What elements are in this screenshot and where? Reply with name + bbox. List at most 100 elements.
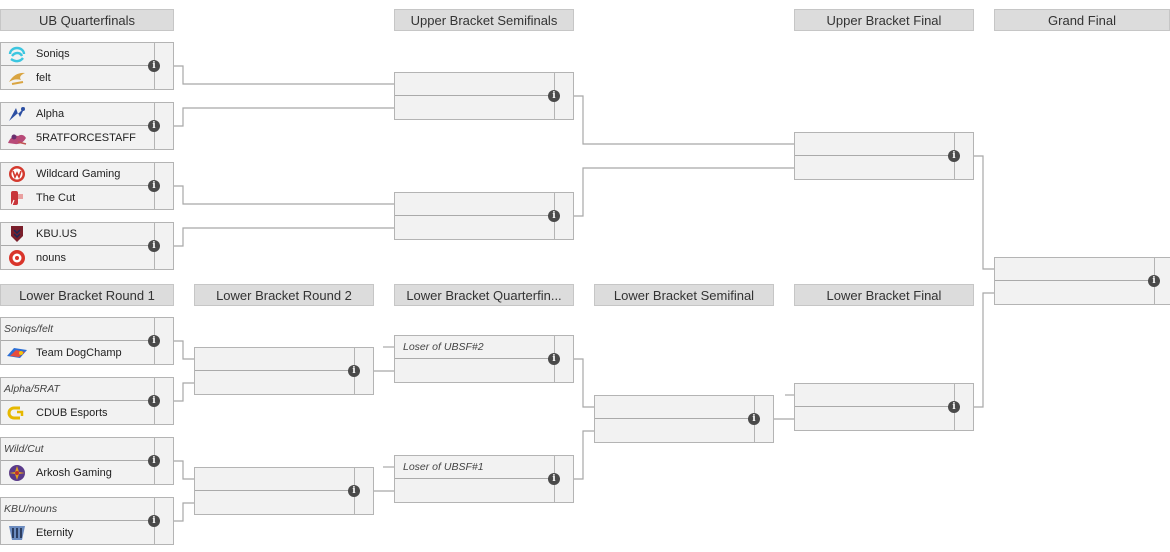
team-slot-empty[interactable] <box>195 491 354 514</box>
team-slot[interactable]: nouns <box>1 246 154 269</box>
header-ub-final: Upper Bracket Final <box>794 9 974 31</box>
header-label: Grand Final <box>1048 12 1116 28</box>
header-label: Lower Bracket Final <box>826 287 942 303</box>
team-slot-empty[interactable] <box>195 371 354 394</box>
team-slot-placeholder[interactable]: Soniqs/felt <box>1 318 154 341</box>
the-cut-logo-icon <box>6 189 28 207</box>
header-ub-semifinals: Upper Bracket Semifinals <box>394 9 574 31</box>
team-slot[interactable]: KBU.US <box>1 223 154 246</box>
header-grand-final: Grand Final <box>994 9 1170 31</box>
header-lb-semifinal: Lower Bracket Semifinal <box>594 284 774 306</box>
match-lbr1-4[interactable]: KBU/nouns Eternity i <box>0 497 174 545</box>
header-lb-quarterfinals: Lower Bracket Quarterfin... <box>394 284 574 306</box>
header-lb-round1: Lower Bracket Round 1 <box>0 284 174 306</box>
kbu-us-logo-icon <box>6 225 28 243</box>
placeholder-text: Soniqs/felt <box>4 323 54 335</box>
match-ubsf-1[interactable]: i <box>394 72 574 120</box>
team-slot[interactable]: The Cut <box>1 186 154 209</box>
match-ubqf-3[interactable]: Wildcard Gaming The Cut i <box>0 162 174 210</box>
team-slot-placeholder[interactable]: Loser of UBSF#2 <box>395 336 554 359</box>
team-slot[interactable]: Team DogChamp <box>1 341 154 364</box>
match-info-icon[interactable]: i <box>148 120 160 132</box>
match-lbr2-2[interactable]: i <box>194 467 374 515</box>
team-slot-empty[interactable] <box>595 396 754 419</box>
arkosh-gaming-logo-icon <box>6 464 28 482</box>
match-info-icon[interactable]: i <box>1148 275 1160 287</box>
team-slot-empty[interactable] <box>795 407 954 430</box>
soniqs-logo-icon <box>6 45 28 63</box>
match-info-icon[interactable]: i <box>548 353 560 365</box>
match-ub-final[interactable]: i <box>794 132 974 180</box>
header-label: Lower Bracket Round 1 <box>19 287 155 303</box>
team-slot-empty[interactable] <box>995 281 1154 304</box>
team-slot[interactable]: 5RATFORCESTAFF <box>1 126 154 149</box>
team-slot-empty[interactable] <box>195 348 354 371</box>
team-slot-empty[interactable] <box>395 73 554 96</box>
team-name: 5RATFORCESTAFF <box>36 131 136 144</box>
match-info-icon[interactable]: i <box>148 180 160 192</box>
team-name: CDUB Esports <box>36 406 108 419</box>
match-info-icon[interactable]: i <box>548 210 560 222</box>
match-info-icon[interactable]: i <box>348 365 360 377</box>
team-slot-placeholder[interactable]: Alpha/5RAT <box>1 378 154 401</box>
team-slot-empty[interactable] <box>395 359 554 382</box>
match-ubqf-1[interactable]: Soniqs felt i <box>0 42 174 90</box>
team-slot-empty[interactable] <box>995 258 1154 281</box>
team-name: Wildcard Gaming <box>36 168 121 180</box>
team-slot-placeholder[interactable]: Wild/Cut <box>1 438 154 461</box>
match-info-icon[interactable]: i <box>348 485 360 497</box>
match-info-icon[interactable]: i <box>148 335 160 347</box>
team-slot-empty[interactable] <box>395 193 554 216</box>
team-slot[interactable]: Alpha <box>1 103 154 126</box>
team-slot[interactable]: Soniqs <box>1 43 154 66</box>
match-info-icon[interactable]: i <box>948 150 960 162</box>
team-name: Arkosh Gaming <box>36 466 112 479</box>
match-ubqf-2[interactable]: Alpha 5RATFORCESTAFF i <box>0 102 174 150</box>
match-info-icon[interactable]: i <box>148 240 160 252</box>
team-slot-empty[interactable] <box>395 96 554 119</box>
match-lb-final[interactable]: i <box>794 383 974 431</box>
header-label: UB Quarterfinals <box>38 12 136 28</box>
match-lb-semifinal[interactable]: i <box>594 395 774 443</box>
match-ubsf-2[interactable]: i <box>394 192 574 240</box>
match-info-icon[interactable]: i <box>148 395 160 407</box>
header-label: Lower Bracket Semifinal <box>613 287 755 303</box>
match-info-icon[interactable]: i <box>548 473 560 485</box>
team-slot[interactable]: Eternity <box>1 521 154 544</box>
team-slot-empty[interactable] <box>395 216 554 239</box>
match-info-icon[interactable]: i <box>548 90 560 102</box>
team-slot-placeholder[interactable]: KBU/nouns <box>1 498 154 521</box>
team-slot[interactable]: felt <box>1 66 154 89</box>
header-lb-round2: Lower Bracket Round 2 <box>194 284 374 306</box>
match-info-icon[interactable]: i <box>148 515 160 527</box>
nouns-logo-icon <box>6 249 28 267</box>
team-slot[interactable]: CDUB Esports <box>1 401 154 424</box>
eternity-logo-icon <box>6 524 28 542</box>
match-info-icon[interactable]: i <box>148 455 160 467</box>
header-label: Lower Bracket Quarterfin... <box>406 287 562 303</box>
match-lbr1-2[interactable]: Alpha/5RAT CDUB Esports i <box>0 377 174 425</box>
team-slot[interactable]: Wildcard Gaming <box>1 163 154 186</box>
team-slot[interactable]: Arkosh Gaming <box>1 461 154 484</box>
team-slot-empty[interactable] <box>795 133 954 156</box>
match-info-icon[interactable]: i <box>748 413 760 425</box>
match-grand-final[interactable]: i <box>994 257 1170 305</box>
team-slot-empty[interactable] <box>795 156 954 179</box>
header-ub-quarterfinals: UB Quarterfinals <box>0 9 174 31</box>
team-slot-placeholder[interactable]: Loser of UBSF#1 <box>395 456 554 479</box>
match-lbqf-2[interactable]: Loser of UBSF#1 i <box>394 455 574 503</box>
team-slot-empty[interactable] <box>395 479 554 502</box>
team-slot-empty[interactable] <box>195 468 354 491</box>
team-slot-empty[interactable] <box>595 419 754 442</box>
match-lbqf-1[interactable]: Loser of UBSF#2 i <box>394 335 574 383</box>
match-lbr1-3[interactable]: Wild/Cut Arkosh Gaming i <box>0 437 174 485</box>
team-slot-empty[interactable] <box>795 384 954 407</box>
match-info-icon[interactable]: i <box>948 401 960 413</box>
match-lbr1-1[interactable]: Soniqs/felt Team DogChamp i <box>0 317 174 365</box>
placeholder-text: Alpha/5RAT <box>4 383 60 395</box>
match-info-icon[interactable]: i <box>148 60 160 72</box>
match-ubqf-4[interactable]: KBU.US nouns i <box>0 222 174 270</box>
placeholder-text: Loser of UBSF#2 <box>403 341 484 353</box>
match-lbr2-1[interactable]: i <box>194 347 374 395</box>
